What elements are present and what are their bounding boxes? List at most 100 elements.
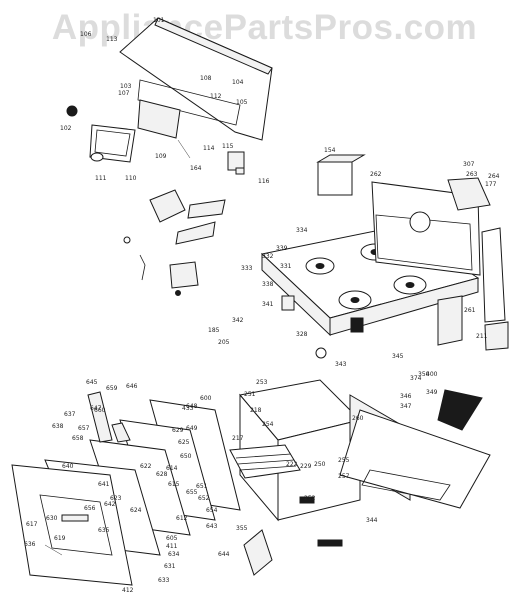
callout: 649 bbox=[186, 425, 198, 432]
callout: 251 bbox=[244, 391, 256, 398]
callout: 334 bbox=[296, 227, 308, 234]
callout: 411 bbox=[166, 543, 178, 550]
callout: 638 bbox=[52, 423, 64, 430]
callout: 654 bbox=[206, 507, 218, 514]
callout: 633 bbox=[158, 577, 170, 584]
callout: 111 bbox=[95, 175, 107, 182]
callout: 112 bbox=[210, 93, 222, 100]
callout: 217 bbox=[232, 435, 244, 442]
callout: 254 bbox=[262, 421, 274, 428]
callout: 617 bbox=[26, 521, 38, 528]
callout: 331 bbox=[280, 263, 292, 270]
callout: 656 bbox=[84, 505, 96, 512]
callout: 229 bbox=[300, 463, 312, 470]
callout: 651 bbox=[196, 483, 208, 490]
callout: 636 bbox=[24, 541, 36, 548]
callout: 346 bbox=[400, 393, 412, 400]
oven-door-assembly bbox=[11, 391, 241, 586]
callout: 104 bbox=[232, 79, 244, 86]
callout: 260 bbox=[352, 415, 364, 422]
callout: 612 bbox=[176, 515, 188, 522]
callout: 307 bbox=[463, 161, 475, 168]
callout: 374 bbox=[410, 375, 422, 382]
callout: 164 bbox=[190, 165, 202, 172]
callout: 355 bbox=[236, 525, 248, 532]
callout: 622 bbox=[140, 463, 152, 470]
callout: 255 bbox=[338, 457, 350, 464]
callout: 433 bbox=[182, 405, 194, 412]
callout: 343 bbox=[335, 361, 347, 368]
callout: 625 bbox=[178, 439, 190, 446]
callout: 177 bbox=[485, 181, 497, 188]
callout: 629 bbox=[172, 427, 184, 434]
callout: 154 bbox=[324, 147, 336, 154]
callout: 257 bbox=[338, 473, 350, 480]
callout: 101 bbox=[153, 17, 165, 24]
callout: 110 bbox=[125, 175, 137, 182]
callout: 328 bbox=[296, 331, 308, 338]
callout: 342 bbox=[232, 317, 244, 324]
callout: 658 bbox=[72, 435, 84, 442]
callout: 344 bbox=[366, 517, 378, 524]
callout: 643 bbox=[206, 523, 218, 530]
callout: 185 bbox=[208, 327, 220, 334]
callout: 631 bbox=[164, 563, 176, 570]
oven-body bbox=[229, 379, 491, 576]
callout: 646 bbox=[126, 383, 138, 390]
callout: 605 bbox=[166, 535, 178, 542]
callout: 637 bbox=[64, 411, 76, 418]
callout: 619 bbox=[54, 535, 66, 542]
callout: 657 bbox=[78, 425, 90, 432]
switch-bracket-assembly bbox=[123, 189, 226, 296]
callout: 211 bbox=[476, 333, 488, 340]
callout: 659 bbox=[106, 385, 118, 392]
callout: 615 bbox=[168, 481, 180, 488]
callout: 261 bbox=[464, 307, 476, 314]
callout: 332 bbox=[262, 253, 274, 260]
callout: 644 bbox=[218, 551, 230, 558]
callout: 114 bbox=[203, 145, 215, 152]
callout: 263 bbox=[466, 171, 478, 178]
callout: 102 bbox=[60, 125, 72, 132]
callout: 341 bbox=[262, 301, 274, 308]
callout: 253 bbox=[256, 379, 268, 386]
callout: 600 bbox=[200, 395, 212, 402]
callout: 105 bbox=[236, 99, 248, 106]
watermark-text: AppliancePartsPros.com bbox=[51, 8, 478, 47]
callout: 652 bbox=[198, 495, 210, 502]
callout: 624 bbox=[130, 507, 142, 514]
callout: 400 bbox=[426, 371, 438, 378]
control-panel-assembly bbox=[66, 17, 273, 175]
callout: 107 bbox=[118, 90, 130, 97]
callout: 338 bbox=[262, 281, 274, 288]
callout: 655 bbox=[186, 489, 198, 496]
callout: 250 bbox=[314, 461, 326, 468]
callout: 103 bbox=[120, 83, 132, 90]
callout: 109 bbox=[155, 153, 167, 160]
callout: 634 bbox=[168, 551, 180, 558]
callout: 333 bbox=[241, 265, 253, 272]
callout: 115 bbox=[222, 143, 234, 150]
callout: 623 bbox=[110, 495, 122, 502]
callout: 349 bbox=[426, 389, 438, 396]
callout: 222 bbox=[286, 461, 298, 468]
callout: 347 bbox=[400, 403, 412, 410]
callout: 339 bbox=[276, 245, 288, 252]
callout-labels: 101 102 103 104 105 106 107 108 109 110 … bbox=[24, 17, 500, 594]
callout: 642 bbox=[104, 501, 116, 508]
callout: 614 bbox=[166, 465, 178, 472]
callout: 660 bbox=[94, 407, 106, 414]
callout: 647 bbox=[90, 405, 102, 412]
callout: 106 bbox=[80, 31, 92, 38]
callout: 205 bbox=[218, 339, 230, 346]
callout: 108 bbox=[200, 75, 212, 82]
callout: 116 bbox=[258, 178, 270, 185]
callout: 350 bbox=[418, 371, 430, 378]
callout: 641 bbox=[98, 481, 110, 488]
callout: 218 bbox=[250, 407, 262, 414]
callout: 264 bbox=[488, 173, 500, 180]
callout: 113 bbox=[106, 36, 118, 43]
callout: 635 bbox=[98, 527, 110, 534]
callout: 252 bbox=[304, 495, 316, 502]
